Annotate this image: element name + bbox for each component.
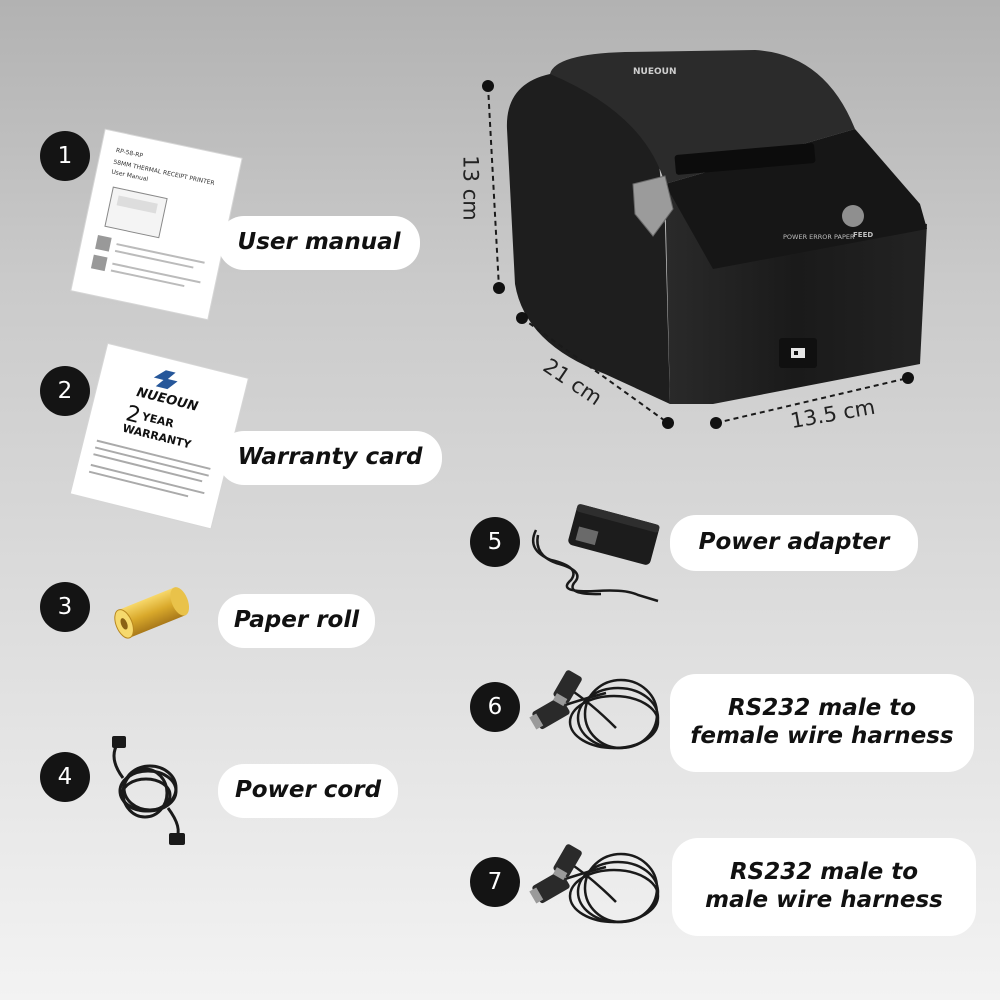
rs232-male-female-label-line1: RS232 male to (727, 695, 917, 722)
paper-roll-label: Paper roll (218, 594, 375, 648)
item-4-number-badge: 4 (40, 752, 90, 802)
warranty-card-image: NUEOUN 2 YEAR WARRANTY (69, 342, 250, 530)
warranty-card-label: Warranty card (218, 431, 442, 485)
power-adapter-image (531, 504, 660, 603)
item-2-number-badge: 2 (40, 366, 90, 416)
printer-feed-label: FEED (853, 231, 873, 239)
item-3-number-badge: 3 (40, 582, 90, 632)
printer-brand-text: NUEOUN (633, 67, 676, 77)
power-cord-label: Power cord (218, 764, 398, 818)
dimension-endpoint (482, 80, 494, 92)
user-manual-label: User manual (218, 216, 420, 270)
paper-roll-image (114, 587, 190, 639)
power-adapter-label: Power adapter (670, 515, 918, 571)
height-dimension-label: 13 cm (458, 155, 483, 221)
item-1-number-badge: 1 (40, 131, 90, 181)
dimension-endpoint (493, 282, 505, 294)
dimension-endpoint (662, 417, 674, 429)
rs232-male-female-cable-image (529, 670, 660, 750)
dimension-endpoint (902, 372, 914, 384)
rs232-male-male-label-line2: male wire harness (705, 887, 943, 913)
dimension-endpoint (516, 312, 528, 324)
warranty-year-number: 2 (123, 401, 143, 429)
item-5-number-badge: 5 (470, 517, 520, 567)
printer-indicator-labels: POWER ERROR PAPER (783, 233, 855, 241)
rs232-male-female-label: RS232 male to female wire harness (670, 674, 974, 772)
rs232-male-male-cable-image (529, 844, 660, 924)
power-cord-image (112, 736, 185, 845)
item-7-number-badge: 7 (470, 857, 520, 907)
rs232-male-male-label: RS232 male to male wire harness (672, 838, 976, 936)
rs232-male-female-label-line2: female wire harness (690, 723, 954, 749)
user-manual-image: RP-58-RP 58MM THERMAL RECEIPT PRINTER Us… (70, 128, 243, 321)
dimension-endpoint (710, 417, 722, 429)
thermal-printer-image: NUEOUN POWER ERROR PAPER FEED (506, 50, 927, 404)
rs232-male-male-label-line1: RS232 male to (729, 859, 919, 886)
item-6-number-badge: 6 (470, 682, 520, 732)
